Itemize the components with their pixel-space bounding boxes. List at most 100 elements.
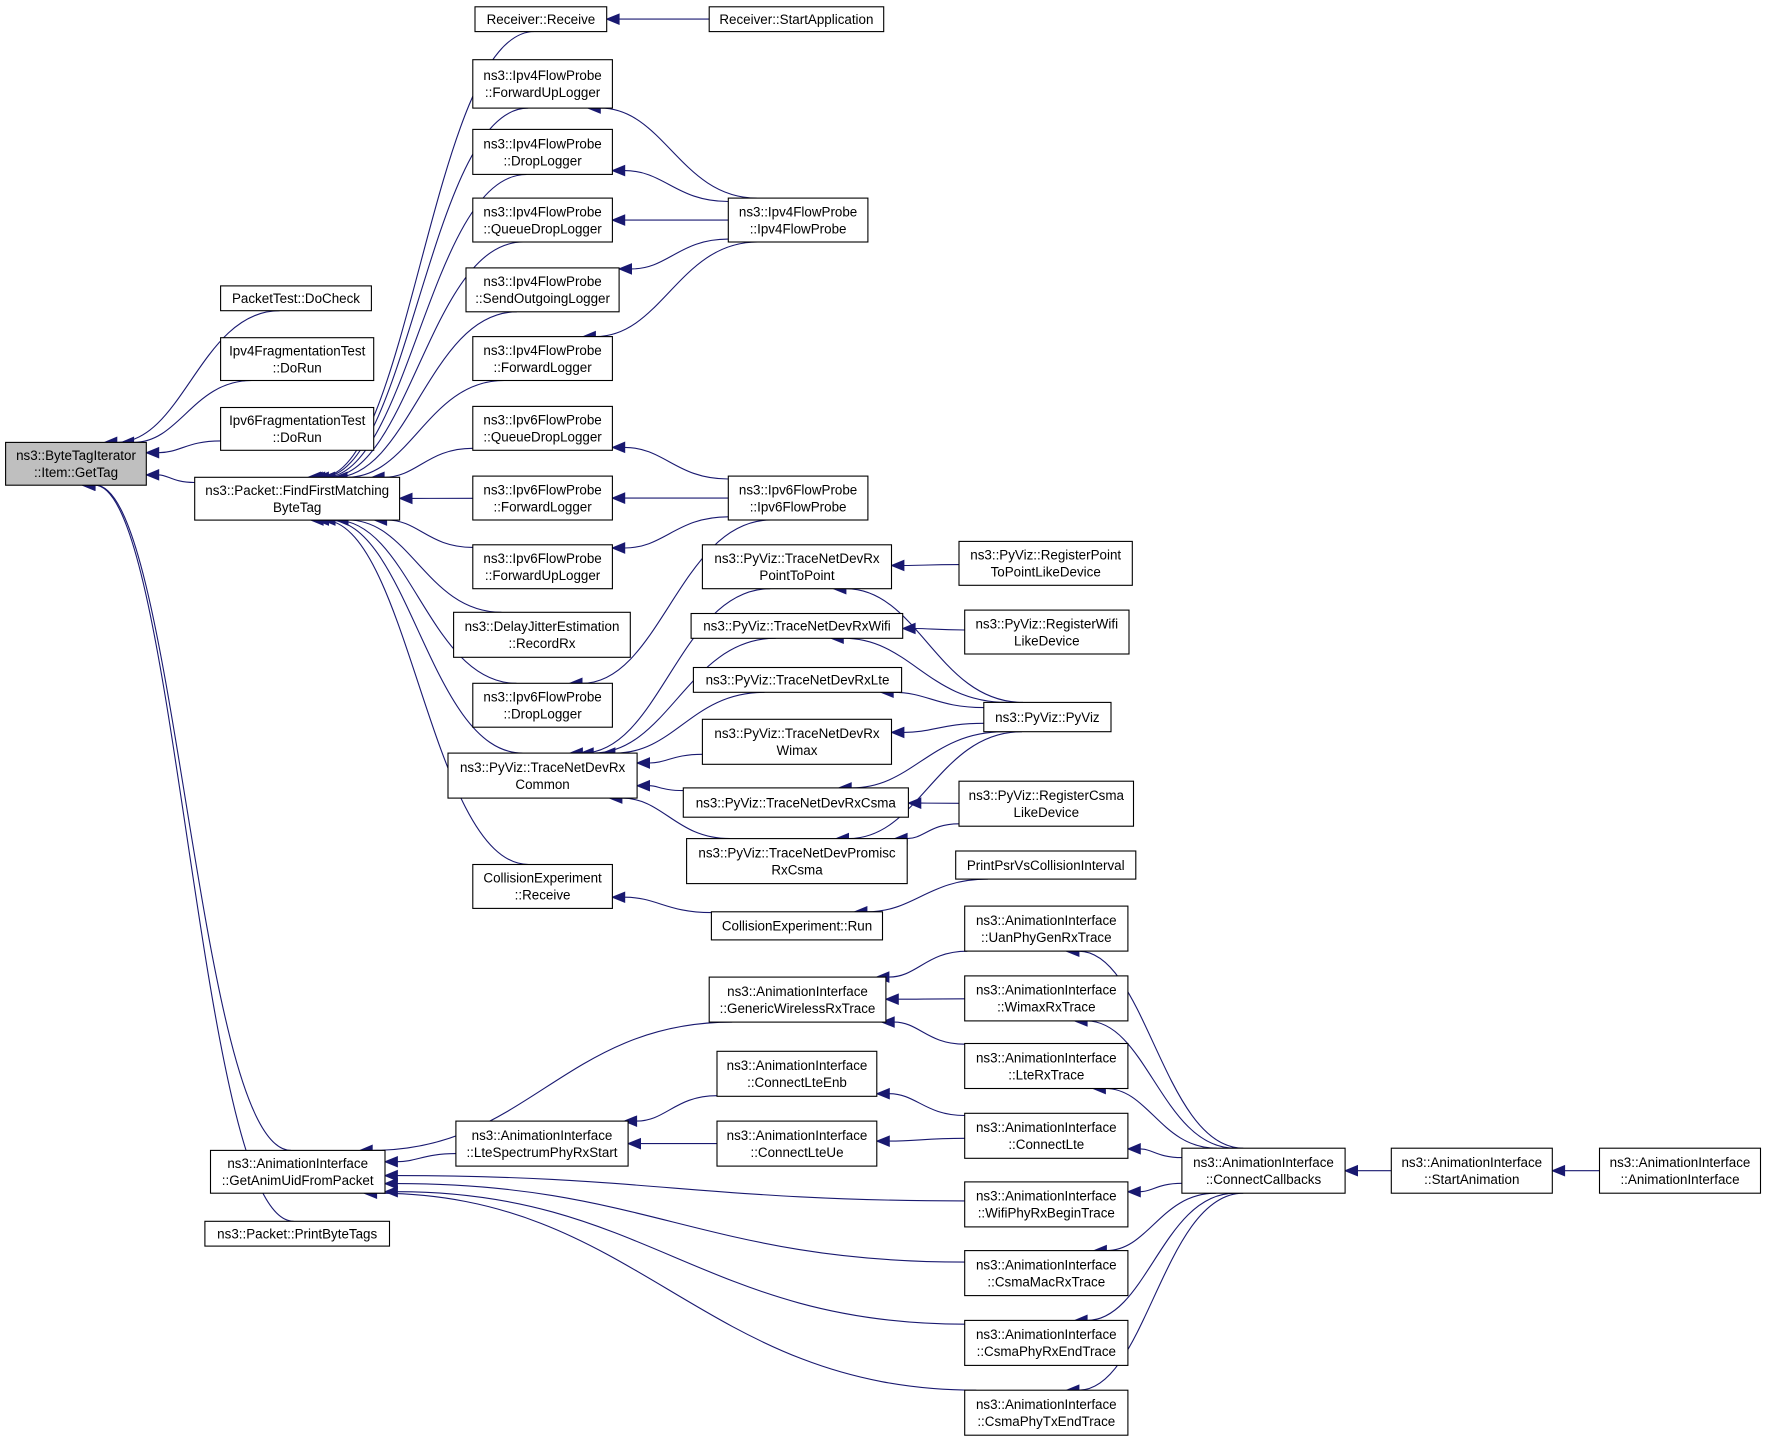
node-pyviz-pyviz[interactable]: ns3::PyViz::PyViz <box>983 701 1112 733</box>
node-csmamac[interactable]: ns3::AnimationInterface::CsmaMacRxTrace <box>964 1250 1129 1297</box>
node-lterx[interactable]: ns3::AnimationInterface::LteRxTrace <box>964 1042 1129 1090</box>
call-edge <box>610 891 712 914</box>
call-edge <box>635 753 703 769</box>
node-label: ns3::Ipv6FlowProbe <box>483 482 601 497</box>
node-label: ::ConnectLteEnb <box>747 1075 847 1090</box>
node-label: ::AnimationInterface <box>1620 1172 1739 1187</box>
node-printpsr[interactable]: PrintPsrVsCollisionInterval <box>955 850 1137 880</box>
call-edge <box>362 1187 977 1391</box>
node-box <box>958 540 1133 586</box>
node-ipv4-qdrop[interactable]: ns3::Ipv4FlowProbe::QueueDropLogger <box>472 197 613 243</box>
node-box <box>964 1181 1129 1228</box>
node-root[interactable]: ns3::ByteTagIterator::Item::GetTag <box>5 441 147 486</box>
call-edge <box>383 1169 965 1202</box>
node-ipv4-sendout[interactable]: ns3::Ipv4FlowProbe::SendOutgoingLogger <box>465 267 620 313</box>
call-edge <box>875 1087 965 1117</box>
node-connectlte[interactable]: ns3::AnimationInterface::ConnectLte <box>964 1112 1129 1159</box>
node-box <box>964 905 1129 952</box>
node-label: ::GetAnimUidFromPacket <box>222 1173 374 1188</box>
node-pyviz-csma[interactable]: ns3::PyViz::TraceNetDevRxCsma <box>682 787 909 818</box>
arrowhead-icon <box>398 492 413 505</box>
arrowhead-icon <box>144 469 160 481</box>
node-ltespectrum[interactable]: ns3::AnimationInterface::LteSpectrumPhyR… <box>455 1120 629 1167</box>
call-edge <box>81 479 292 1151</box>
node-label: CollisionExperiment <box>483 871 602 886</box>
node-ipv6-qdrop[interactable]: ns3::Ipv6FlowProbe::QueueDropLogger <box>472 405 613 451</box>
call-edge-line <box>397 1175 965 1202</box>
node-label: PrintPsrVsCollisionInterval <box>967 858 1125 873</box>
node-generic-wireless[interactable]: ns3::AnimationInterface::GenericWireless… <box>708 976 887 1023</box>
node-receiver-receive[interactable]: Receiver::Receive <box>474 6 608 33</box>
arrowhead-icon <box>383 1177 398 1190</box>
call-edge-line <box>624 896 712 914</box>
arrowhead-icon <box>610 891 626 904</box>
node-box <box>194 476 401 521</box>
node-getanimuid[interactable]: ns3::AnimationInterface::GetAnimUidFromP… <box>209 1149 386 1194</box>
node-ipv6flowprobe[interactable]: ns3::Ipv6FlowProbe::Ipv6FlowProbe <box>727 475 869 521</box>
node-packettest-docheck[interactable]: PacketTest::DoCheck <box>220 285 372 312</box>
call-edge-line <box>116 310 280 443</box>
node-collision-receive[interactable]: CollisionExperiment::Receive <box>472 863 613 909</box>
node-label: ::Receive <box>515 888 571 903</box>
node-label: ::CsmaPhyRxEndTrace <box>977 1344 1116 1359</box>
node-ipv4flowprobe[interactable]: ns3::Ipv4FlowProbe::Ipv4FlowProbe <box>727 197 869 243</box>
node-collision-run[interactable]: CollisionExperiment::Run <box>710 911 884 941</box>
node-csmaphytx[interactable]: ns3::AnimationInterface::CsmaPhyTxEndTra… <box>964 1389 1129 1436</box>
node-reg-p2p[interactable]: ns3::PyViz::RegisterPointToPointLikeDevi… <box>958 540 1133 586</box>
node-wimaxrx[interactable]: ns3::AnimationInterface::WimaxRxTrace <box>964 975 1129 1022</box>
node-receiver-start[interactable]: Receiver::StartApplication <box>708 6 885 33</box>
node-ipv6-drop[interactable]: ns3::Ipv6FlowProbe::DropLogger <box>472 682 613 728</box>
arrowhead-icon <box>144 446 160 459</box>
node-ipv4frag-dorun[interactable]: Ipv4FragmentationTest::DoRun <box>220 337 375 382</box>
node-box <box>204 1220 391 1247</box>
node-delayjitter[interactable]: ns3::DelayJitterEstimation::RecordRx <box>453 611 631 658</box>
arrowhead-icon <box>610 214 626 226</box>
node-csmaphyrx[interactable]: ns3::AnimationInterface::CsmaPhyRxEndTra… <box>964 1319 1129 1366</box>
node-ipv6-fwd[interactable]: ns3::Ipv6FlowProbe::ForwardLogger <box>472 475 613 521</box>
node-printbytetags[interactable]: ns3::Packet::PrintByteTags <box>204 1220 391 1247</box>
call-edge <box>1126 1182 1182 1198</box>
call-edge-line <box>888 950 968 978</box>
call-edge-line <box>600 107 757 199</box>
call-edge-line <box>903 722 984 733</box>
node-label: ::DoRun <box>273 430 322 445</box>
node-uanphy[interactable]: ns3::AnimationInterface::UanPhyGenRxTrac… <box>964 905 1129 952</box>
node-label: ToPointLikeDevice <box>991 565 1101 580</box>
call-edge <box>875 1135 965 1147</box>
node-pyviz-lte[interactable]: ns3::PyViz::TraceNetDevRxLte <box>692 666 903 693</box>
node-box <box>472 682 613 728</box>
node-startanimation[interactable]: ns3::AnimationInterface::StartAnimation <box>1390 1147 1553 1194</box>
node-animinterface[interactable]: ns3::AnimationInterface::AnimationInterf… <box>1598 1147 1762 1194</box>
node-connectlteue[interactable]: ns3::AnimationInterface::ConnectLteUe <box>716 1120 878 1167</box>
node-connectlteenb[interactable]: ns3::AnimationInterface::ConnectLteEnb <box>716 1050 878 1097</box>
node-box <box>472 544 613 590</box>
call-edge-line <box>397 1191 965 1325</box>
node-label: ns3::AnimationInterface <box>1610 1155 1751 1170</box>
node-pyviz-wifi[interactable]: ns3::PyViz::TraceNetDevRxWifi <box>690 612 904 639</box>
arrowhead-icon <box>1550 1164 1566 1177</box>
node-box <box>964 1319 1129 1366</box>
node-ipv4-fwdup[interactable]: ns3::Ipv4FlowProbe::ForwardUpLogger <box>472 59 613 109</box>
node-label: ::LteRxTrace <box>1008 1067 1084 1082</box>
node-ipv4-drop[interactable]: ns3::Ipv4FlowProbe::DropLogger <box>472 128 613 175</box>
node-ipv6frag-dorun[interactable]: Ipv6FragmentationTest::DoRun <box>220 406 375 451</box>
nodes-layer: ns3::ByteTagIterator::Item::GetTag Packet… <box>5 6 1762 1436</box>
call-edge-line <box>614 691 765 754</box>
node-connectcallbacks[interactable]: ns3::AnimationInterface::ConnectCallback… <box>1181 1147 1346 1194</box>
node-label: PacketTest::DoCheck <box>232 291 360 306</box>
node-wifiphy[interactable]: ns3::AnimationInterface::WifiPhyRxBeginT… <box>964 1181 1129 1228</box>
node-ipv6-fwdup[interactable]: ns3::Ipv6FlowProbe::ForwardUpLogger <box>472 544 613 590</box>
node-label: ::ForwardLogger <box>493 499 592 514</box>
node-box <box>474 6 608 33</box>
call-edge-line <box>593 637 776 754</box>
call-edge <box>383 1177 965 1263</box>
node-ipv4-fwd[interactable]: ns3::Ipv4FlowProbe::ForwardLogger <box>472 336 613 382</box>
